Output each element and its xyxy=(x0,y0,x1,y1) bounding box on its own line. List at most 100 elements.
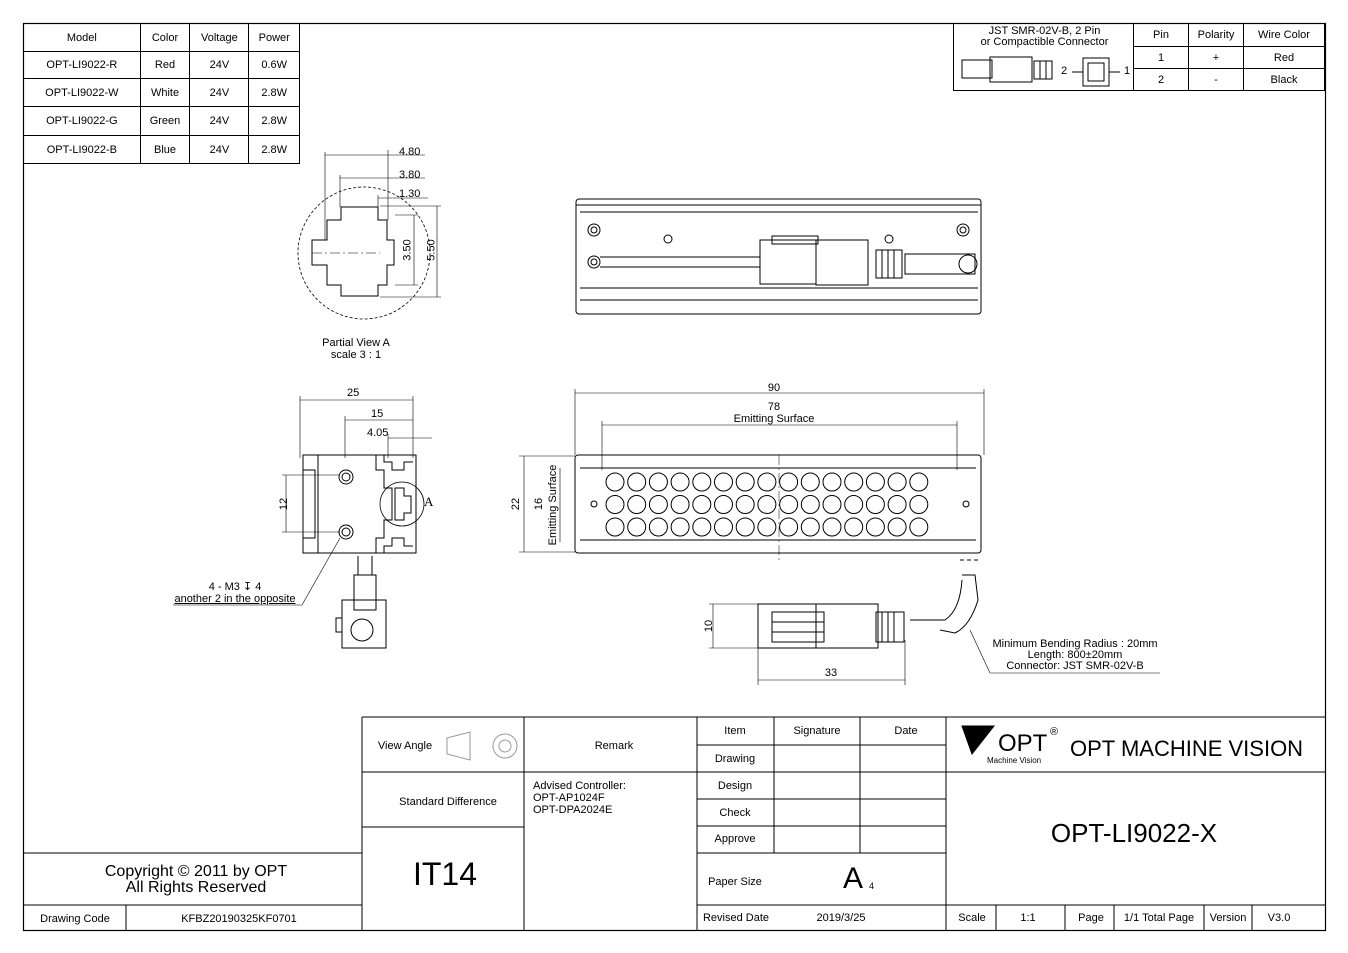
dim-label: 16 xyxy=(533,497,546,511)
check-label: Check xyxy=(719,807,751,819)
table-cell: - xyxy=(1188,68,1244,91)
table-cell: 2 xyxy=(1133,68,1189,91)
emitting-surface-label-vertical: Emitting Surface xyxy=(547,464,559,546)
led-lens xyxy=(887,495,907,514)
led-lens xyxy=(692,517,712,537)
connector-icon xyxy=(961,56,1120,87)
led-lens xyxy=(605,472,625,492)
signature-label: Signature xyxy=(793,725,841,737)
led-lens xyxy=(757,495,777,514)
led-lens xyxy=(844,472,864,492)
led-lens xyxy=(865,472,885,492)
table-cell: OPT-LI9022-W xyxy=(23,78,141,107)
table-cell: Red xyxy=(139,51,191,79)
led-lens xyxy=(909,472,929,492)
logo-mark xyxy=(961,725,996,756)
led-lens xyxy=(648,495,668,514)
table-cell: 24V xyxy=(189,106,250,136)
logo-subtitle: Machine Vision xyxy=(987,756,1042,765)
led-lens xyxy=(887,517,907,537)
version-label: Version xyxy=(1209,912,1247,924)
led-lens xyxy=(887,472,907,492)
cable-note-line3: Connector: JST SMR-02V-B xyxy=(1006,660,1144,672)
dim-label: 1.30 xyxy=(399,188,421,200)
paper-size-label: Paper Size xyxy=(708,876,762,888)
led-lens xyxy=(800,472,820,492)
remark-line1: Advised Controller: xyxy=(533,780,626,792)
company-name: OPT MACHINE VISION xyxy=(1070,736,1304,761)
emitting-surface-label: Emitting Surface xyxy=(733,413,815,425)
led-lens xyxy=(822,495,842,514)
led-lens xyxy=(605,517,625,537)
table-cell: 2.8W xyxy=(248,106,300,136)
dim-label: 25 xyxy=(347,387,360,399)
header-voltage: Voltage xyxy=(189,23,250,52)
led-lens xyxy=(735,517,755,537)
connector-title-line2: or Compactible Connector xyxy=(980,36,1109,48)
table-cell: Black xyxy=(1243,68,1325,91)
led-lens xyxy=(714,495,733,514)
led-lens xyxy=(779,495,799,514)
dim-label: 90 xyxy=(767,382,781,394)
cable-note-line2: Length: 800±20mm xyxy=(1027,649,1123,661)
partial-view-a xyxy=(297,150,441,320)
front-view xyxy=(519,389,1160,685)
led-lens xyxy=(757,517,777,537)
header-color: Color xyxy=(139,23,191,52)
dim-label: 4.80 xyxy=(399,146,421,158)
remark-line2: OPT-AP1024F xyxy=(533,792,605,804)
table-cell: OPT-LI9022-G xyxy=(23,106,141,136)
spec-table: Model Color Voltage Power OPT-LI9022-R R… xyxy=(23,23,300,164)
copyright: Copyright © 2011 by OPT All Rights Reser… xyxy=(105,864,287,896)
led-lens xyxy=(800,517,820,537)
table-cell: 0.6W xyxy=(248,51,300,79)
led-lens xyxy=(670,472,690,492)
scale-label: Scale xyxy=(958,912,986,924)
paper-size-sub: 4 xyxy=(869,881,875,891)
dim-label: 10 xyxy=(703,619,716,633)
dim-label: 15 xyxy=(371,408,384,420)
side-view xyxy=(173,396,432,649)
led-lens xyxy=(779,517,799,537)
header-power: Power xyxy=(248,23,300,52)
led-lens xyxy=(735,495,755,514)
led-lens xyxy=(648,472,668,492)
item-label: Item xyxy=(724,725,746,737)
table-cell: OPT-LI9022-B xyxy=(23,135,141,164)
table-cell: 24V xyxy=(189,135,250,164)
table-cell: 2.8W xyxy=(248,78,300,107)
header-wire-color: Wire Color xyxy=(1243,23,1325,47)
led-lens xyxy=(865,517,885,537)
led-lens xyxy=(648,517,668,537)
led-lens xyxy=(735,472,755,492)
caption-line1: Partial View A xyxy=(322,337,390,349)
pin-right-label: 1 xyxy=(1124,65,1131,77)
remark-line3: OPT-DPA2024E xyxy=(533,804,613,816)
caption-line2: scale 3 : 1 xyxy=(330,349,382,361)
table-cell: + xyxy=(1188,46,1244,69)
led-lens xyxy=(865,495,885,514)
connector-box: JST SMR-02V-B, 2 Pin or Compactible Conn… xyxy=(953,23,1134,91)
pin-left-label: 2 xyxy=(1061,65,1068,77)
led-lens xyxy=(779,472,799,492)
design-label: Design xyxy=(717,780,753,792)
page-label: Page xyxy=(1078,912,1104,924)
led-lens xyxy=(714,517,733,537)
drawing-code: KFBZ20190325KF0701 xyxy=(181,913,297,925)
remark-text: Advised Controller: OPT-AP1024F OPT-DPA2… xyxy=(533,780,626,816)
table-cell: OPT-LI9022-R xyxy=(23,51,141,79)
dim-label: 22 xyxy=(510,497,523,511)
copyright-line2: All Rights Reserved xyxy=(125,879,267,896)
connector-title: JST SMR-02V-B, 2 Pin or Compactible Conn… xyxy=(954,26,1135,48)
led-lens xyxy=(692,495,712,514)
led-lens xyxy=(627,495,647,514)
header-polarity: Polarity xyxy=(1188,23,1244,47)
thread-note: 4 - M3 ↧ 4 xyxy=(208,581,262,593)
drawing-code-label: Drawing Code xyxy=(40,913,110,925)
copyright-line1: Copyright © 2011 by OPT xyxy=(104,863,288,880)
led-lens xyxy=(627,472,647,492)
dim-label: 5.50 xyxy=(425,239,438,261)
view-marker-a: A xyxy=(424,494,434,509)
scale-value: 1:1 xyxy=(1020,912,1036,924)
